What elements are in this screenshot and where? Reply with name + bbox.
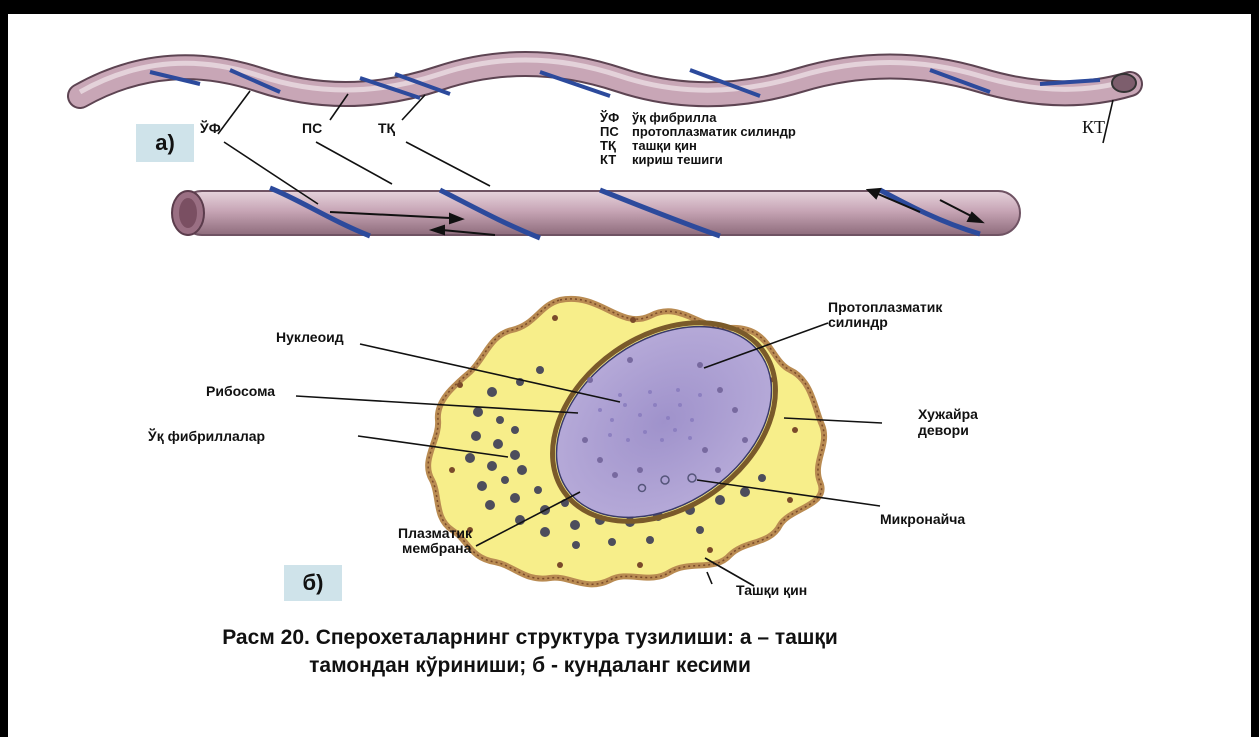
label-microtubule: Микронайча: [880, 511, 965, 527]
label-tq: ТҚ: [378, 120, 396, 136]
tag-b: б): [284, 565, 342, 601]
part-a-legend: ЎФ ўқ фибрилла ПС протоплазматик силиндр…: [599, 110, 796, 167]
label-axial-fibrils: Ўқ фибриллалар: [147, 427, 265, 444]
caption-line-1: Расм 20. Сперохеталарнинг структура тузи…: [60, 624, 1000, 652]
label-nucleoid: Нуклеоид: [276, 329, 344, 345]
legend-text-4: кириш тешиги: [632, 152, 723, 167]
caption-line-2: тамондан кўриниши; б - кундаланг кесими: [60, 652, 1000, 680]
label-uf: ЎФ: [199, 119, 221, 136]
label-cell-wall-1: Хужайра: [918, 406, 978, 422]
legend-abbr-1: ЎФ: [599, 110, 619, 125]
label-protoplasmic-1: Протоплазматик: [828, 299, 943, 315]
legend-text-2: протоплазматик силиндр: [632, 124, 796, 139]
entry-opening: [1112, 74, 1136, 92]
label-ps: ПС: [302, 120, 322, 136]
spirochete-tube: [172, 188, 1020, 238]
legend-abbr-2: ПС: [600, 124, 619, 139]
label-kt: КТ: [1082, 117, 1105, 137]
label-ribosome: Рибосома: [206, 383, 275, 399]
label-protoplasmic-2: силиндр: [828, 314, 888, 330]
legend-text-1: ўқ фибрилла: [632, 110, 717, 125]
label-outer-sheath: Ташқи қин: [736, 582, 807, 598]
legend-abbr-3: ТҚ: [600, 138, 616, 153]
tag-a: а): [136, 124, 194, 162]
legend-text-3: ташқи қин: [632, 138, 697, 153]
legend-abbr-4: КТ: [600, 152, 616, 167]
label-cell-wall-2: девори: [918, 422, 969, 438]
label-plasma-membrane-2: мембрана: [402, 540, 472, 556]
cross-section: [428, 282, 824, 585]
spirochete-wavy-body: [80, 60, 1136, 98]
label-plasma-membrane-1: Плазматик: [398, 525, 473, 541]
